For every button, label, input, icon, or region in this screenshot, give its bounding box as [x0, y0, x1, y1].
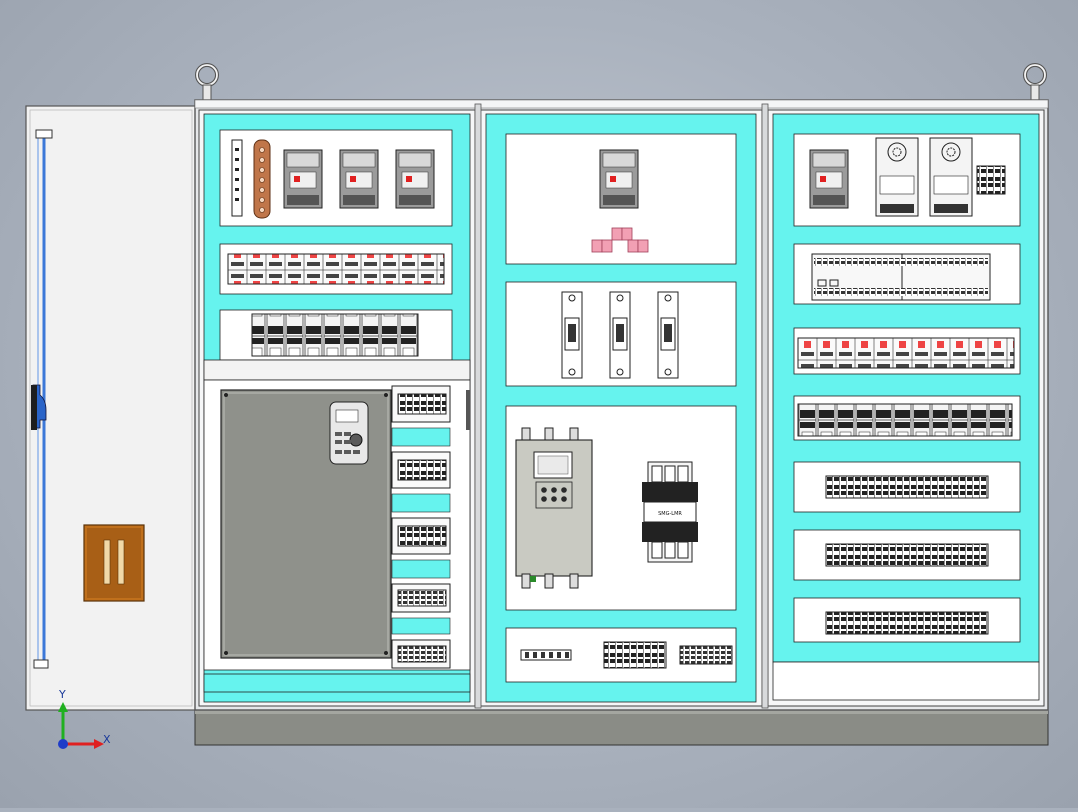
lifting-eye-icon — [195, 63, 219, 102]
door-document-pocket — [83, 524, 145, 602]
cabinet-base — [194, 707, 1049, 746]
soft-starter — [515, 427, 593, 589]
fuse-holder — [561, 291, 583, 379]
power-supply — [929, 137, 973, 217]
open-door — [25, 105, 197, 711]
fuse-holder — [609, 291, 631, 379]
main-breaker — [599, 149, 639, 209]
main-breaker — [809, 149, 849, 209]
mini-breaker-row — [227, 253, 445, 285]
terminal-strip — [825, 475, 989, 499]
main-breaker — [283, 149, 323, 209]
fuse-holder — [657, 291, 679, 379]
relay-row — [797, 403, 1013, 437]
cabinet-section-middle: SMG-LMR — [479, 109, 763, 707]
cabinet-section-left — [198, 109, 476, 707]
plc-controller — [811, 253, 991, 301]
variable-frequency-drive — [220, 389, 392, 659]
relay-row — [251, 313, 419, 357]
main-breaker — [339, 149, 379, 209]
terminal-block — [976, 165, 1006, 195]
copper-busbar — [253, 139, 271, 219]
lifting-eye-icon — [1023, 63, 1047, 102]
terminal-block — [679, 645, 733, 665]
power-supply — [875, 137, 919, 217]
axis-x-label: X — [103, 733, 111, 746]
contactor: SMG-LMR — [642, 461, 698, 563]
axis-y-label: Y — [59, 688, 66, 701]
contactor-label: SMG-LMR — [658, 511, 682, 517]
triad-axis-icon — [58, 702, 104, 749]
main-breaker — [395, 149, 435, 209]
cabinet-section-right — [767, 109, 1045, 707]
small-terminal-strip — [520, 649, 572, 661]
terminal-block — [603, 641, 667, 669]
pink-signal-modules — [591, 227, 649, 253]
mini-breaker-row — [797, 337, 1015, 369]
terminal-strip — [825, 543, 989, 567]
terminal-strip — [825, 611, 989, 635]
